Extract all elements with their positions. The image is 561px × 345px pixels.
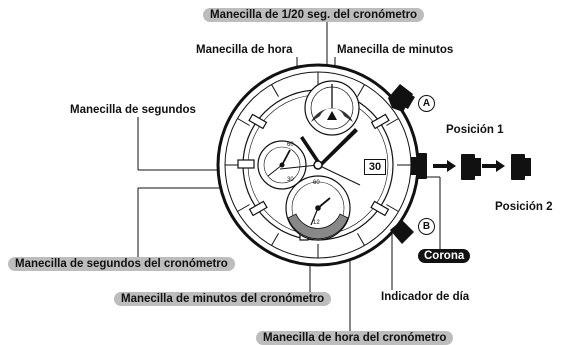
button-a-marker: A [418, 95, 435, 112]
left-subdial-30: 30 [287, 177, 294, 183]
label-chrono-second-hand: Manecilla de segundos del cronómetro [8, 257, 235, 271]
label-chrono-minute-hand: Manecilla de minutos del cronómetro [114, 292, 332, 306]
main-hands [279, 128, 361, 186]
label-crown: Corona [418, 249, 471, 263]
bottom-subdial-12: 12 [313, 220, 320, 226]
bottom-subdial-60: 60 [313, 180, 320, 186]
label-chrono-1-20-second-hand: Manecilla de 1/20 seg. del cronómetro [203, 8, 425, 22]
button-b-marker: B [418, 218, 435, 235]
tick-ring [225, 72, 411, 258]
label-day-indicator: Indicador de día [381, 291, 470, 303]
day-indicator-window: 30 [364, 159, 386, 175]
crown-position-1-icon [461, 154, 481, 180]
bottom-subdial [285, 175, 351, 241]
label-second-hand: Manecilla de segundos [70, 104, 196, 116]
left-subdial [257, 140, 307, 190]
label-position-1: Posición 1 [446, 124, 504, 136]
crown-position-arrows [433, 160, 505, 172]
left-subdial-60: 60 [287, 142, 294, 148]
top-subdial [304, 80, 360, 136]
crown-position-2-icon [511, 154, 531, 180]
label-position-2: Posición 2 [495, 201, 553, 213]
label-minute-hand: Manecilla de minutos [337, 44, 454, 56]
label-chrono-hour-hand: Manecilla de hora del cronómetro [256, 331, 454, 345]
case-controls [388, 84, 427, 244]
label-hour-hand: Manecilla de hora [196, 44, 293, 56]
